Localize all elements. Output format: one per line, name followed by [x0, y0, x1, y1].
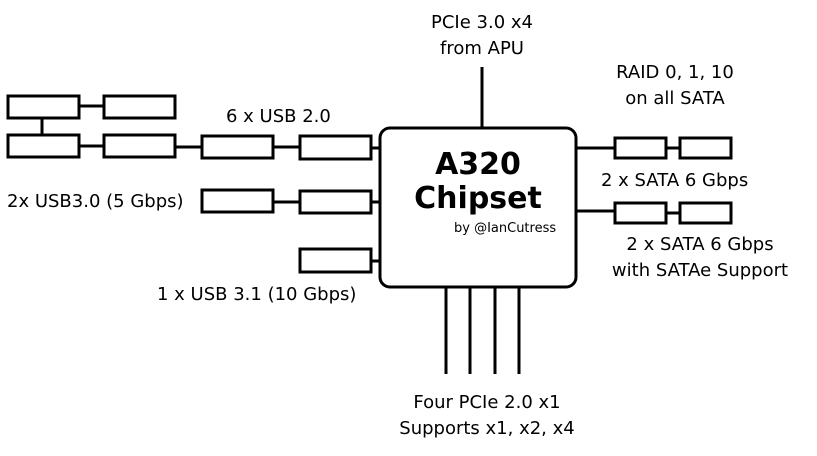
- sata2-label-line2: with SATAe Support: [611, 260, 789, 281]
- raid-label: RAID 0, 1, 10 on all SATA: [600, 60, 750, 112]
- chipset-block: [378, 126, 578, 289]
- pcie-label-line1: Four PCIe 2.0 x1: [413, 392, 561, 413]
- chipset-title-line2: Chipset: [414, 181, 542, 216]
- usb31-label: 1 x USB 3.1 (10 Gbps): [157, 284, 357, 305]
- sata2-label-line1: 2 x SATA 6 Gbps: [626, 234, 774, 255]
- chipset-title-line1: A320: [435, 147, 521, 182]
- usb2-port-2: [102, 94, 177, 120]
- sata1-label: 2 x SATA 6 Gbps: [601, 170, 749, 191]
- sata1-port-1: [613, 136, 668, 160]
- usb3-label: 2x USB3.0 (5 Gbps): [7, 191, 184, 212]
- sata2-label: 2 x SATA 6 Gbps with SATAe Support: [600, 232, 800, 284]
- usb2-port-6: [298, 134, 373, 161]
- usb3-port-1: [200, 188, 275, 214]
- sata2-port-2: [678, 201, 733, 225]
- sata2-port-1: [613, 201, 668, 225]
- raid-label-line1: RAID 0, 1, 10: [616, 62, 734, 83]
- raid-label-line2: on all SATA: [625, 88, 725, 109]
- usb2-port-3: [6, 133, 81, 159]
- usb2-port-4: [102, 133, 177, 159]
- uplink-label: PCIe 3.0 x4 from APU: [400, 10, 564, 62]
- chipset-credit: by @IanCutress: [454, 221, 557, 236]
- pcie-label-line2: Supports x1, x2, x4: [399, 418, 575, 439]
- usb2-port-1: [6, 94, 81, 120]
- sata1-port-2: [678, 136, 733, 160]
- uplink-label-line2: from APU: [440, 38, 524, 59]
- usb2-label: 6 x USB 2.0: [226, 106, 331, 127]
- usb3-port-2: [298, 189, 373, 215]
- usb2-port-5: [200, 134, 275, 160]
- uplink-label-line1: PCIe 3.0 x4: [431, 12, 533, 33]
- usb31-port-1: [298, 247, 373, 274]
- pcie-label: Four PCIe 2.0 x1 Supports x1, x2, x4: [382, 390, 592, 442]
